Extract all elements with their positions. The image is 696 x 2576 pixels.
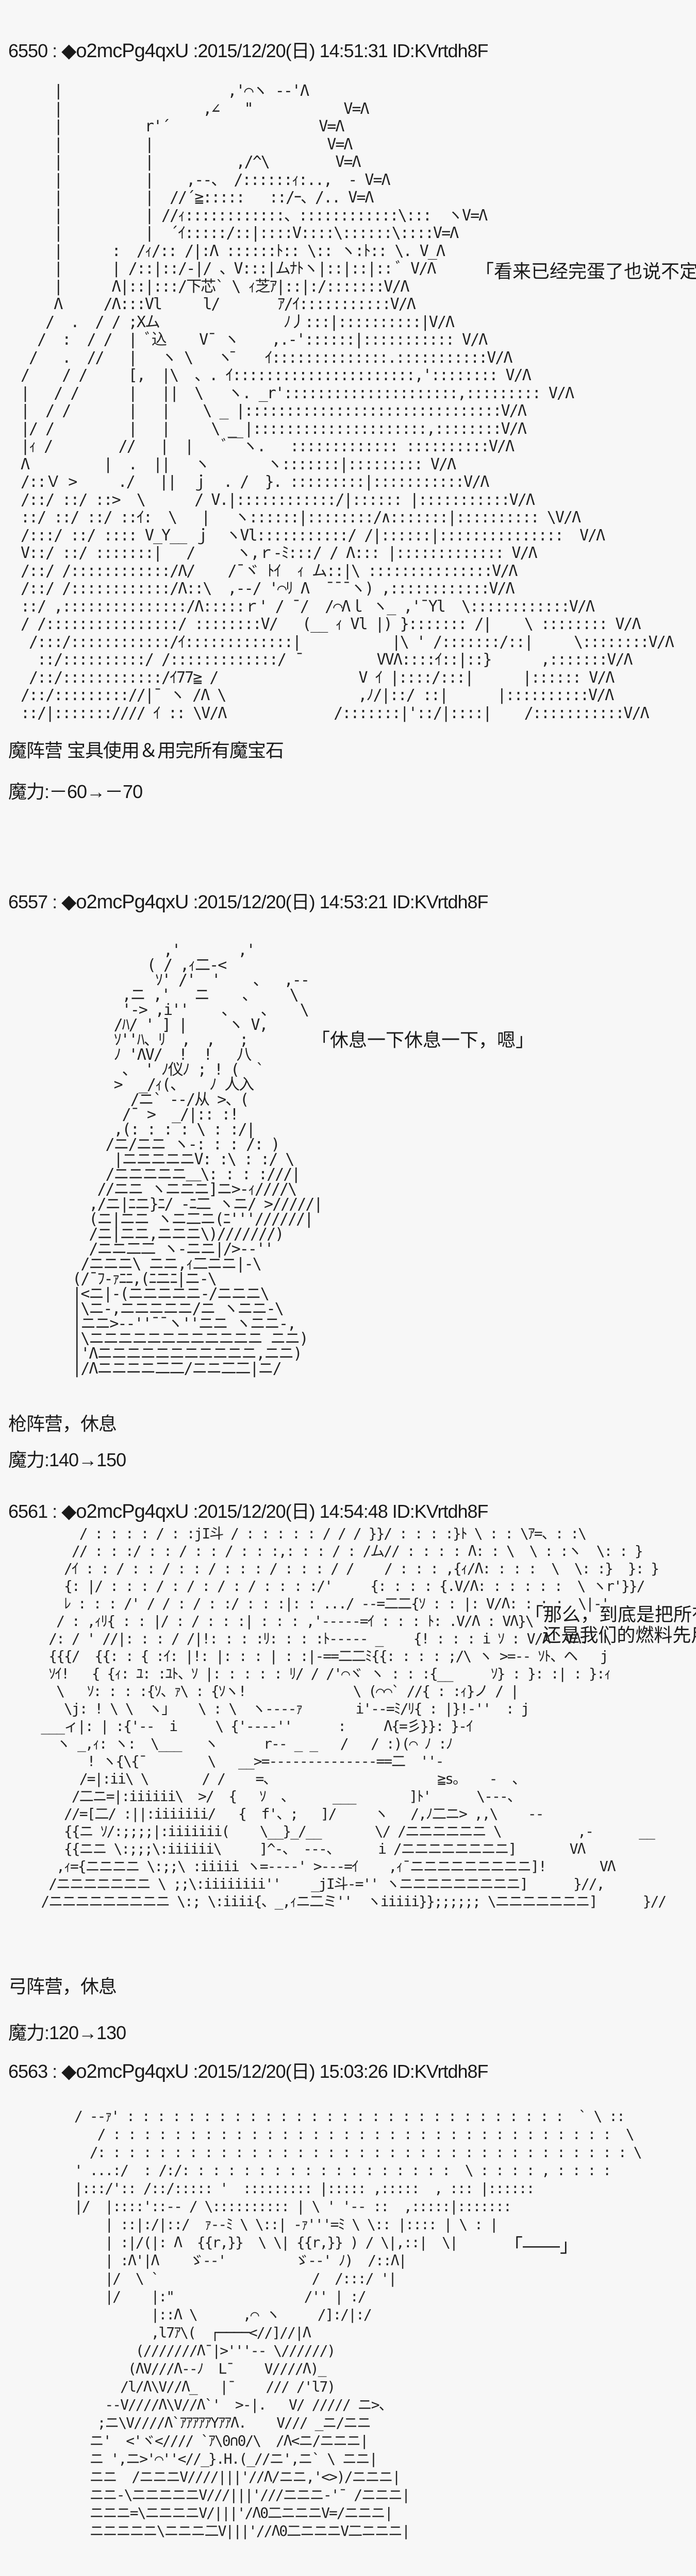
mana-line: 魔力:140→150 (8, 1449, 126, 1470)
status-line: 枪阵营，休息 (8, 1413, 117, 1434)
ascii-art-6561: / : : : : / : :jI斗 / : : : : : / / / }}/… (41, 1525, 667, 1910)
post-date: 2015/12/20(日) 15:03:26 (197, 2061, 388, 2082)
post-date: 2015/12/20(日) 14:51:31 (197, 40, 388, 61)
post-header-6557: 6557 : ◆o2mcPg4qxU :2015/12/20(日) 14:53:… (8, 891, 489, 913)
trip-code: ◆o2mcPg4qxU (61, 40, 189, 62)
post-number: 6550 (8, 40, 48, 61)
post-number: 6563 (8, 2061, 48, 2082)
trip-code: ◆o2mcPg4qxU (61, 2061, 189, 2082)
status-line: 弓阵营，休息 (8, 1976, 117, 1997)
speech-6557: 「休息一下休息一下，嗯」 (311, 1030, 535, 1051)
status-line: 骑阵营，决定调查枪阵营的详细情报的样子 (8, 2573, 351, 2576)
post-id: ID:KVrtdh8F (392, 40, 489, 61)
mana-line: 魔力:－60→－70 (8, 781, 143, 802)
trip-code: ◆o2mcPg4qxU (61, 1501, 189, 1522)
speech-6561-line2: 还是我们的燃料先用完 (542, 1625, 696, 1646)
post-number: 6557 (8, 891, 48, 912)
ascii-art-6563: / --ｧ' : : : : : : : : : : : : : : : : :… (74, 2108, 642, 2539)
speech-6550: 「看来已经完蛋了也说不定呢！」 (475, 261, 696, 282)
ascii-art-6557: ,' ,' ( / ,ｨ二-< ｿ' /' ' 、 ,-‐ ,ニ ,' ニ 、 … (72, 941, 323, 1378)
mana-line: 魔力:120→130 (8, 2022, 126, 2043)
status-line: 魔阵营 宝具使用＆用完所有魔宝石 (8, 740, 284, 761)
post-date: 2015/12/20(日) 14:53:21 (197, 891, 388, 912)
post-date: 2015/12/20(日) 14:54:48 (197, 1501, 388, 1522)
post-header-6563: 6563 : ◆o2mcPg4qxU :2015/12/20(日) 15:03:… (8, 2061, 489, 2082)
post-number: 6561 (8, 1501, 48, 1522)
speech-6561-line1: 「那么，到底是把所有人先 (525, 1604, 696, 1625)
post-id: ID:KVrtdh8F (392, 2061, 489, 2082)
post-header-6561: 6561 : ◆o2mcPg4qxU :2015/12/20(日) 14:54:… (8, 1501, 489, 1522)
trip-code: ◆o2mcPg4qxU (61, 891, 189, 913)
post-header-6550: 6550 : ◆o2mcPg4qxU :2015/12/20(日) 14:51:… (8, 40, 489, 62)
ascii-art-6550: | ,'⌒ヽ ‐‐'Λ | ,∠ " V=Λ | r'´ V=Λ | | V=Λ… (21, 82, 674, 722)
speech-6563: 「――」 (504, 2235, 579, 2257)
post-id: ID:KVrtdh8F (392, 891, 489, 912)
post-id: ID:KVrtdh8F (392, 1501, 489, 1522)
